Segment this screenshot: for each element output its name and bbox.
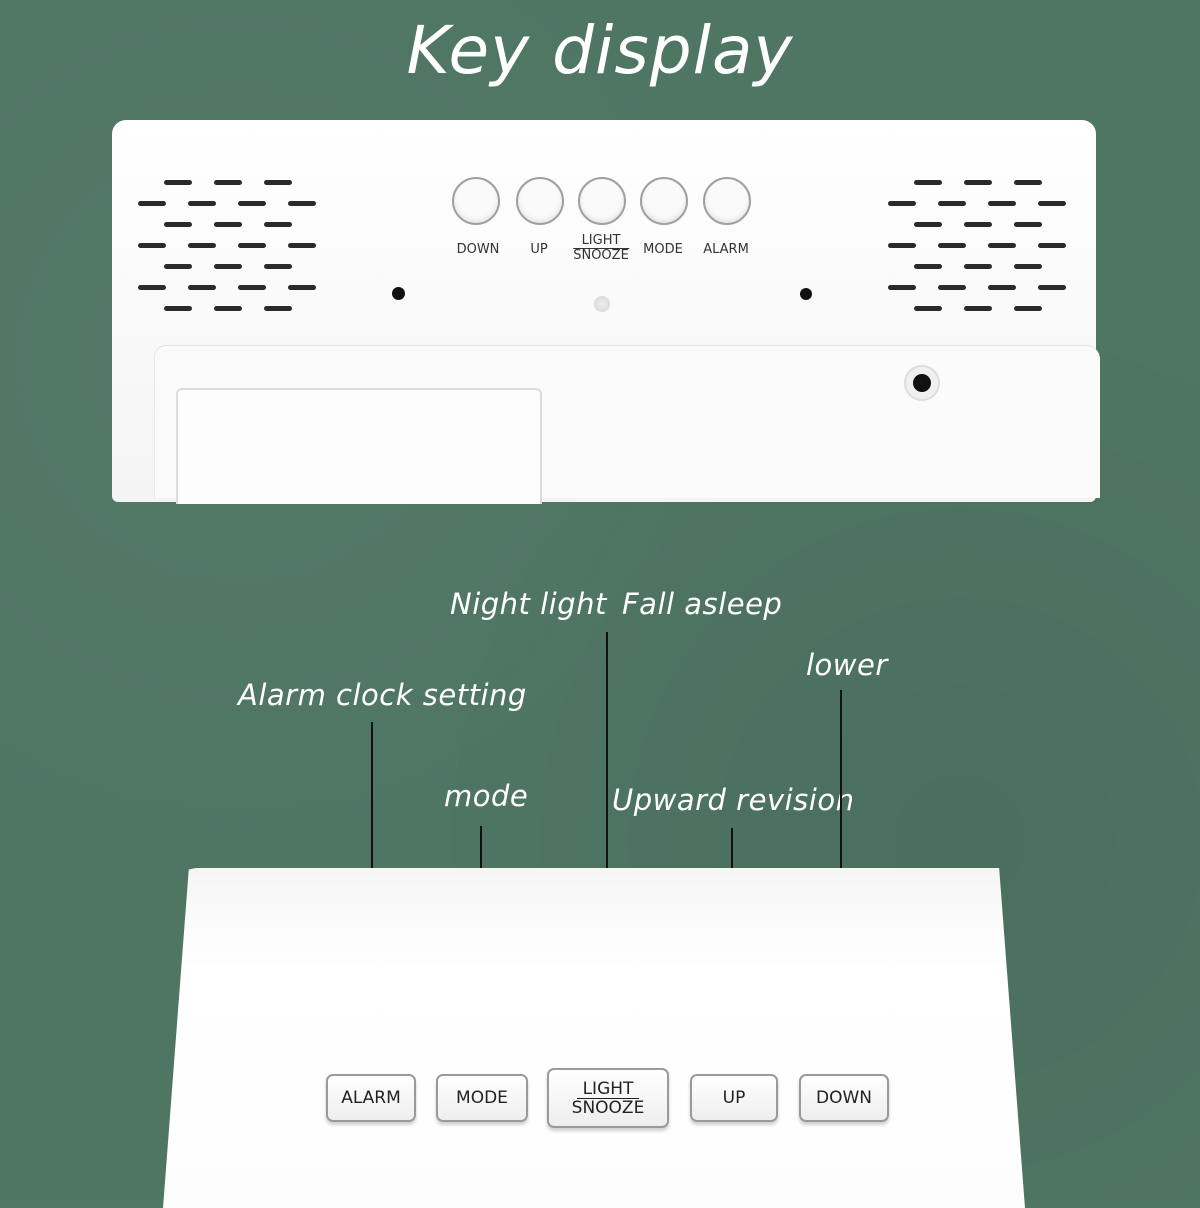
alarm-key[interactable]: ALARM: [326, 1074, 416, 1122]
grille-slot: [214, 180, 242, 185]
mode-label: MODE: [643, 242, 683, 257]
grille-slot: [214, 264, 242, 269]
grille-slot: [288, 285, 316, 290]
grille-slot: [188, 201, 216, 206]
up-key[interactable]: UP: [690, 1074, 778, 1122]
grille-slot: [1014, 222, 1042, 227]
grille-slot: [988, 201, 1016, 206]
grille-slot: [888, 285, 916, 290]
grille-slot: [938, 201, 966, 206]
grille-slot: [238, 243, 266, 248]
clock-top-view: [163, 868, 1025, 1208]
light-snooze-leader-line: [606, 632, 608, 1045]
grille-slot: [1014, 264, 1042, 269]
down-key[interactable]: DOWN: [799, 1074, 889, 1122]
left-speaker-grille: [138, 180, 338, 325]
grille-slot: [138, 243, 166, 248]
grille-slot: [988, 285, 1016, 290]
grille-slot: [164, 180, 192, 185]
snooze-key-label: SNOOZE: [571, 1097, 645, 1118]
grille-slot: [264, 180, 292, 185]
right-speaker-grille: [888, 180, 1088, 325]
mode-key[interactable]: MODE: [436, 1074, 528, 1122]
down-button[interactable]: [452, 177, 500, 225]
grille-slot: [214, 222, 242, 227]
light-sensor: [594, 296, 610, 312]
grille-slot: [1038, 285, 1066, 290]
grille-slot: [164, 306, 192, 311]
up-button[interactable]: [516, 177, 564, 225]
grille-slot: [238, 201, 266, 206]
grille-slot: [914, 306, 942, 311]
grille-slot: [964, 180, 992, 185]
alarm-key-label: ALARM: [341, 1088, 401, 1108]
light-snooze-label: LIGHT SNOOZE: [573, 234, 629, 263]
grille-slot: [188, 285, 216, 290]
up-key-label: UP: [722, 1088, 746, 1108]
page-title: Key display: [406, 12, 794, 89]
grille-slot: [914, 222, 942, 227]
down-key-label: DOWN: [816, 1088, 872, 1108]
alarm-clock-setting-label: Alarm clock setting: [238, 678, 527, 712]
grille-slot: [164, 264, 192, 269]
mode-key-label: MODE: [456, 1088, 508, 1108]
lower-label: lower: [806, 648, 888, 682]
grille-slot: [238, 285, 266, 290]
light-label: LIGHT: [573, 234, 629, 249]
grille-slot: [938, 243, 966, 248]
alarm-label: ALARM: [703, 242, 749, 257]
battery-door: [176, 388, 542, 504]
down-label: DOWN: [456, 242, 500, 257]
grille-slot: [188, 243, 216, 248]
clock-back-view: DOWN UP LIGHT SNOOZE MODE ALARM: [112, 120, 1100, 504]
power-jack: [904, 365, 940, 401]
grille-slot: [964, 264, 992, 269]
snooze-label: SNOOZE: [573, 248, 629, 263]
grille-slot: [888, 201, 916, 206]
grille-slot: [264, 306, 292, 311]
grille-slot: [988, 243, 1016, 248]
top-button-row: DOWN UP LIGHT SNOOZE MODE ALARM: [450, 177, 760, 277]
grille-slot: [164, 222, 192, 227]
grille-slot: [888, 243, 916, 248]
alarm-button[interactable]: [703, 177, 751, 225]
grille-slot: [138, 285, 166, 290]
light-snooze-button[interactable]: [578, 177, 626, 225]
light-snooze-key[interactable]: LIGHT SNOOZE: [547, 1068, 669, 1128]
grille-slot: [264, 222, 292, 227]
grille-slot: [1014, 180, 1042, 185]
grille-slot: [964, 306, 992, 311]
left-mic-hole: [392, 287, 405, 300]
grille-slot: [1014, 306, 1042, 311]
grille-slot: [214, 306, 242, 311]
night-light-label: Night light: [450, 587, 607, 621]
down-leader-line: [840, 690, 842, 1045]
mode-annotation-label: mode: [444, 779, 529, 813]
grille-slot: [288, 243, 316, 248]
right-mic-hole: [800, 288, 812, 300]
upward-revision-label: Upward revision: [612, 783, 855, 817]
grille-slot: [938, 285, 966, 290]
grille-slot: [264, 264, 292, 269]
mode-button[interactable]: [640, 177, 688, 225]
grille-slot: [914, 264, 942, 269]
grille-slot: [1038, 243, 1066, 248]
light-key-label: LIGHT: [576, 1080, 640, 1099]
grille-slot: [1038, 201, 1066, 206]
fall-asleep-label: Fall asleep: [622, 587, 783, 621]
grille-slot: [964, 222, 992, 227]
grille-slot: [914, 180, 942, 185]
grille-slot: [138, 201, 166, 206]
up-label: UP: [530, 242, 548, 257]
grille-slot: [288, 201, 316, 206]
